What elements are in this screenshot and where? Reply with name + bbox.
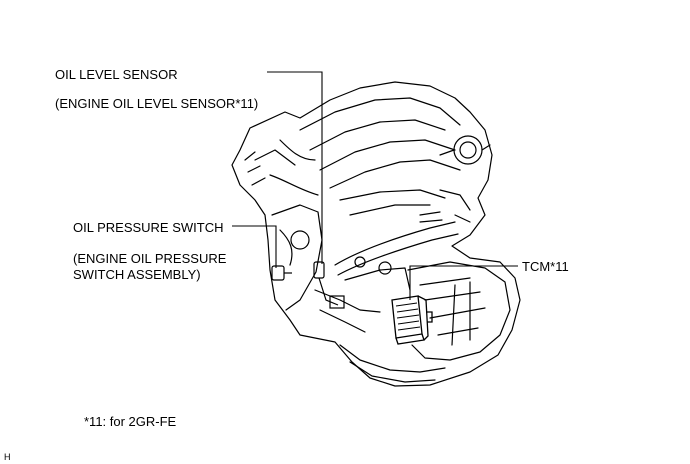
pipe <box>334 221 459 276</box>
corner-mark: H <box>4 452 11 462</box>
oil-pressure-switch-part <box>271 265 292 281</box>
tcm-part <box>391 295 433 345</box>
footnote: *11: for 2GR-FE <box>84 414 177 429</box>
leader-tcm <box>409 265 518 300</box>
leader-lines <box>232 71 518 300</box>
leader-oil-pressure-switch <box>232 225 277 268</box>
tcm-label: TCM*11 <box>522 259 569 274</box>
oil-level-sensor-label: OIL LEVEL SENSOR <box>55 67 178 82</box>
throttle-body <box>453 135 483 165</box>
engine-outline <box>231 81 521 387</box>
oil-pressure-switch-label: OIL PRESSURE SWITCH <box>73 220 224 235</box>
oil-level-sensor-part <box>313 261 345 309</box>
oil-pan <box>339 344 446 383</box>
leader-oil-level-sensor <box>267 71 323 264</box>
transaxle <box>407 261 511 361</box>
intake-manifold <box>299 97 461 189</box>
oil-pressure-switch-alt-label-line2: SWITCH ASSEMBLY) <box>73 267 201 282</box>
oil-level-sensor-alt-label: (ENGINE OIL LEVEL SENSOR*11) <box>55 96 259 111</box>
oil-pressure-switch-alt-label-line1: (ENGINE OIL PRESSURE <box>73 251 227 266</box>
